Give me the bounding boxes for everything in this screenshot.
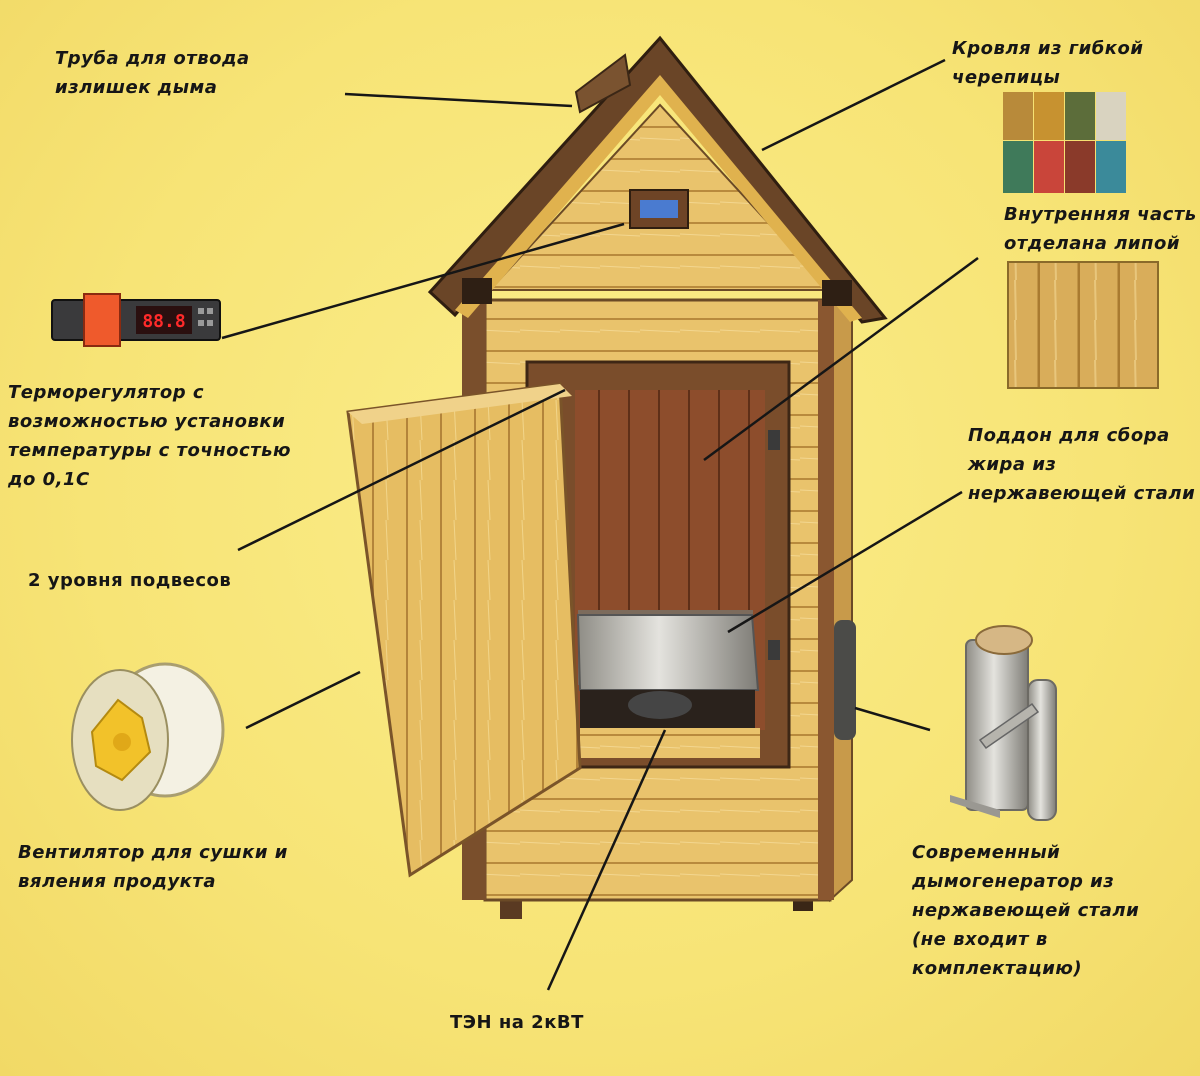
hinge-top	[768, 430, 780, 450]
label-tray: Поддон для сбора жира из нержавеющей ста…	[968, 425, 1196, 504]
tile-5	[1003, 141, 1033, 193]
linden-lining-sample	[1007, 261, 1159, 389]
roof-bracket-right	[822, 280, 852, 306]
leader-tray	[727, 490, 963, 634]
open-door-edge	[348, 384, 572, 424]
label-chimney: Труба для отвода излишек дыма	[55, 48, 250, 98]
tile-4	[1096, 92, 1126, 140]
leader-lining	[703, 256, 979, 462]
label-levels: 2 уровня подвесов	[28, 570, 232, 591]
leader-heater	[546, 729, 667, 991]
thermostat-button-4	[207, 320, 213, 326]
thermostat-button-1	[198, 308, 204, 314]
roof-tiles-sample	[1003, 92, 1126, 193]
label-fan: Вентилятор для сушки и вяления продукта	[18, 842, 288, 892]
tile-7	[1065, 141, 1095, 193]
generator-pipe	[1027, 679, 1057, 821]
tile-3	[1065, 92, 1095, 140]
label-roof: Кровля из гибкой черепицы	[952, 38, 1144, 88]
side-generator-mount	[834, 620, 856, 740]
thermostat-display-value: 88.8	[142, 311, 185, 332]
label-generator: Современный дымогенератор из нержавеющей…	[912, 842, 1140, 979]
generator-outlet	[978, 702, 1040, 750]
tile-2	[1034, 92, 1064, 140]
thermostat-button-3	[198, 320, 204, 326]
leader-lines	[221, 58, 979, 991]
door-sill	[580, 728, 760, 758]
fan-device	[71, 662, 225, 811]
leader-levels	[237, 388, 566, 552]
grease-tray	[576, 614, 760, 691]
leader-chimney	[344, 92, 573, 108]
heater-element	[628, 691, 692, 719]
fan-hub	[113, 733, 131, 751]
tile-6	[1034, 141, 1064, 193]
generator-lid	[975, 625, 1033, 655]
roof-bracket-left	[462, 278, 492, 304]
label-thermostat: Терморегулятор с возможностью установки …	[8, 382, 292, 490]
thermostat-window-display	[640, 200, 678, 218]
label-lining: Внутренняя часть отделана липой	[1004, 204, 1197, 254]
hinge-bottom	[768, 640, 780, 660]
leader-fan	[245, 670, 361, 730]
thermostat-screen	[136, 306, 192, 334]
tile-1	[1003, 92, 1033, 140]
smoke-generator-device	[950, 625, 1057, 821]
thermostat-button-2	[207, 308, 213, 314]
corner-post-right	[818, 300, 834, 900]
thermostat-clip	[83, 293, 121, 347]
chimney	[574, 53, 632, 114]
smokehouse-body	[346, 35, 888, 919]
leader-roof	[761, 58, 946, 152]
generator-base	[950, 795, 1000, 818]
tile-8	[1096, 141, 1126, 193]
thermostat-device: 88.8	[51, 293, 221, 347]
leader-generator	[854, 706, 931, 732]
leader-thermostat	[221, 222, 625, 340]
label-heater: ТЭН на 2кВТ	[450, 1012, 584, 1033]
